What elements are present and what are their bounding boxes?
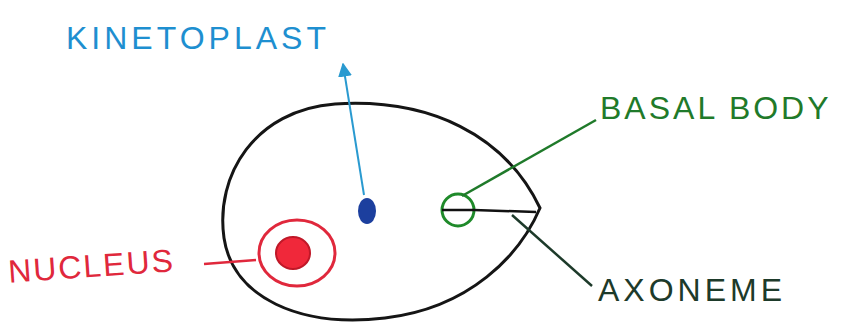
part-label: AXONEME <box>598 274 786 306</box>
basal-body-symbol <box>442 194 474 226</box>
basal-body-bar <box>442 209 474 212</box>
cell-outline <box>223 103 540 320</box>
part-label: KINETOPLAST <box>66 22 330 54</box>
leader-line <box>512 215 592 286</box>
leader-line <box>462 120 596 196</box>
leader-line <box>204 260 256 264</box>
part-label: NUCLEUS <box>7 244 176 288</box>
nucleus-core <box>276 237 310 269</box>
kinetoplast-dot <box>358 198 376 224</box>
leader-line <box>343 64 364 195</box>
axoneme-line <box>474 210 536 212</box>
part-label: BASAL BODY <box>600 92 832 124</box>
nucleus-ring <box>259 220 335 286</box>
